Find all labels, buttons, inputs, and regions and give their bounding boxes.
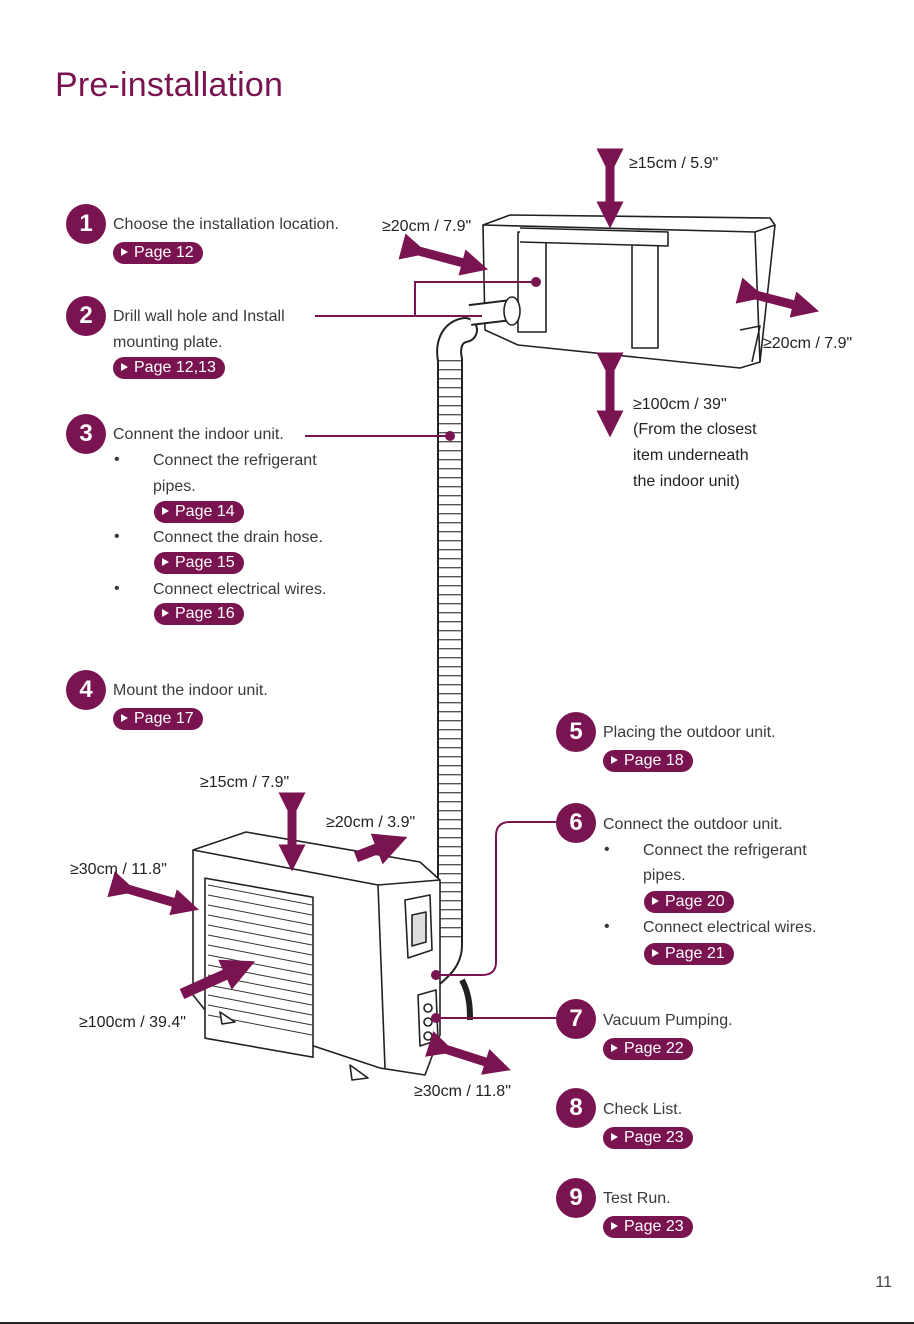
step-6-text: Connect the outdoor unit. [603, 816, 783, 833]
play-icon [162, 507, 169, 515]
bottom-rule [0, 1322, 914, 1324]
play-icon [162, 558, 169, 566]
clearance-outdoor-top: ≥15cm / 7.9" [200, 774, 290, 791]
step-5-text: Placing the outdoor unit. [603, 724, 776, 741]
step-2-page-link[interactable]: Page 12,13 [113, 357, 225, 379]
step-4-page-link[interactable]: Page 17 [113, 708, 203, 730]
clearance-arrows [107, 148, 820, 1075]
play-icon [611, 756, 618, 764]
step-7-text: Vacuum Pumping. [603, 1012, 733, 1029]
clearance-indoor-note-2: item underneath [633, 447, 749, 464]
step-4-text: Mount the indoor unit. [113, 682, 268, 699]
indoor-unit [482, 214, 776, 369]
bullet: • [604, 918, 610, 935]
step-2-number: 2 [66, 296, 106, 336]
step-7-number: 7 [556, 999, 596, 1039]
clearance-indoor-note-3: the indoor unit) [633, 473, 740, 490]
play-icon [611, 1222, 618, 1230]
play-icon [611, 1044, 618, 1052]
step-6-sub-2-page-link[interactable]: Page 21 [644, 943, 734, 965]
connector-lines [305, 277, 556, 1023]
step-6-number: 6 [556, 803, 596, 843]
clearance-indoor-top: ≥15cm / 5.9" [629, 155, 719, 172]
play-icon [611, 1133, 618, 1141]
page-title: Pre-installation [55, 66, 284, 104]
step-9-page-link[interactable]: Page 23 [603, 1216, 693, 1238]
play-icon [121, 248, 128, 256]
step-3-sub-2-page-link[interactable]: Page 15 [154, 552, 244, 574]
step-3-sub-3-line1: Connect electrical wires. [153, 581, 327, 598]
clearance-outdoor-back: ≥20cm / 3.9" [326, 814, 416, 831]
step-8-number: 8 [556, 1088, 596, 1128]
clearance-outdoor-right: ≥30cm / 11.8" [414, 1083, 511, 1100]
outdoor-unit [192, 831, 441, 1081]
page-number: 11 [875, 1274, 892, 1291]
step-9-number: 9 [556, 1178, 596, 1218]
step-2-text-line2: mounting plate. [113, 334, 223, 351]
step-3-sub-1-page-link[interactable]: Page 14 [154, 501, 244, 523]
step-4-number: 4 [66, 670, 106, 710]
play-icon [652, 949, 659, 957]
bullet: • [604, 841, 610, 858]
step-6-sub-1-line2: pipes. [643, 867, 686, 884]
play-icon [121, 714, 128, 722]
clearance-indoor-note-1: (From the closest [633, 421, 757, 438]
step-6-sub-2-line1: Connect electrical wires. [643, 919, 817, 936]
step-6-sub-1-line1: Connect the refrigerant [643, 842, 807, 859]
step-3-number: 3 [66, 414, 106, 454]
step-1-text: Choose the installation location. [113, 216, 339, 233]
bullet: • [114, 580, 120, 597]
step-8-text: Check List. [603, 1101, 683, 1118]
step-7-page-link[interactable]: Page 22 [603, 1038, 693, 1060]
clearance-indoor-right: ≥20cm / 7.9" [763, 335, 853, 352]
step-3-text: Connent the indoor unit. [113, 426, 284, 443]
step-2-text-line1: Drill wall hole and Install [113, 308, 285, 325]
step-3-sub-1-line1: Connect the refrigerant [153, 452, 317, 469]
step-1-number: 1 [66, 204, 106, 244]
step-8-page-link[interactable]: Page 23 [603, 1127, 693, 1149]
step-5-number: 5 [556, 712, 596, 752]
step-3-sub-3-page-link[interactable]: Page 16 [154, 603, 244, 625]
play-icon [121, 363, 128, 371]
clearance-outdoor-left: ≥30cm / 11.8" [70, 861, 167, 878]
step-3-sub-2-line1: Connect the drain hose. [153, 529, 323, 546]
play-icon [162, 609, 169, 617]
clearance-indoor-left: ≥20cm / 7.9" [382, 218, 472, 235]
step-5-page-link[interactable]: Page 18 [603, 750, 693, 772]
step-9-text: Test Run. [603, 1190, 671, 1207]
step-1-page-link[interactable]: Page 12 [113, 242, 203, 264]
step-3-sub-1-line2: pipes. [153, 478, 196, 495]
clearance-outdoor-front: ≥100cm / 39.4" [79, 1014, 186, 1031]
clearance-indoor-bottom: ≥100cm / 39" [633, 396, 727, 413]
bullet: • [114, 528, 120, 545]
pipe-bundle [419, 296, 521, 1021]
step-6-sub-1-page-link[interactable]: Page 20 [644, 891, 734, 913]
play-icon [652, 897, 659, 905]
bullet: • [114, 451, 120, 468]
